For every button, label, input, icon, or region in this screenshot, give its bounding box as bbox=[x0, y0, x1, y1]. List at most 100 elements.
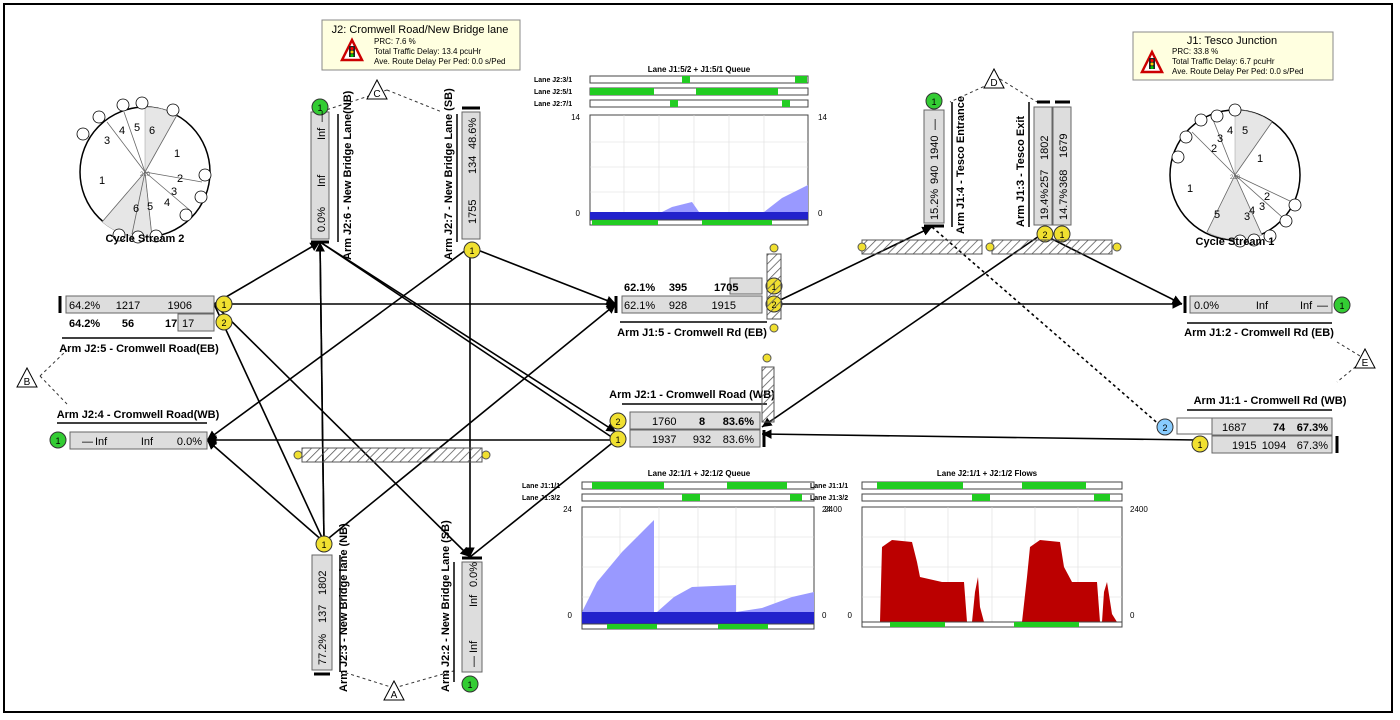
stopline-j1-4 bbox=[861, 239, 983, 255]
svg-text:64.2%: 64.2% bbox=[69, 318, 100, 330]
svg-text:2: 2 bbox=[221, 318, 226, 328]
svg-text:1: 1 bbox=[221, 300, 226, 310]
marker-e[interactable]: E bbox=[1354, 347, 1376, 369]
network-links bbox=[206, 226, 1198, 558]
svg-text:3: 3 bbox=[171, 186, 177, 198]
marker-c[interactable]: C bbox=[366, 78, 388, 100]
chart-queue-j1-5[interactable]: Lane J1:5/2 + J1:5/1 Queue Lane J2:3/1 L… bbox=[534, 65, 827, 226]
svg-text:5: 5 bbox=[1214, 209, 1220, 221]
svg-text:1: 1 bbox=[1059, 230, 1064, 240]
svg-text:210: 210 bbox=[140, 172, 151, 178]
svg-text:Inf: Inf bbox=[1256, 300, 1269, 312]
svg-text:0.0%: 0.0% bbox=[177, 436, 202, 448]
stopline-j2 bbox=[301, 447, 483, 463]
svg-text:1937: 1937 bbox=[652, 434, 676, 446]
svg-text:Lane J2:7/1: Lane J2:7/1 bbox=[534, 101, 572, 108]
svg-text:E: E bbox=[1362, 358, 1369, 369]
svg-text:Inf: Inf bbox=[468, 640, 480, 653]
arm-j1-4-label: Arm J1:4 - Tesco Entrance bbox=[955, 96, 967, 234]
svg-text:Inf: Inf bbox=[316, 174, 328, 187]
svg-text:5: 5 bbox=[134, 122, 140, 134]
svg-text:395: 395 bbox=[669, 282, 687, 294]
arm-j1-1[interactable]: Arm J1:1 - Cromwell Rd (WB) 1687 74 67.3… bbox=[1156, 395, 1347, 454]
arm-j2-1[interactable]: Arm J2:1 - Cromwell Road (WB) 1760 8 83.… bbox=[609, 366, 775, 448]
arm-j2-1-label: Arm J2:1 - Cromwell Road (WB) bbox=[609, 389, 775, 401]
arm-j2-4[interactable]: Arm J2:4 - Cromwell Road(WB) — Inf Inf 0… bbox=[49, 409, 220, 450]
svg-text:D: D bbox=[990, 78, 997, 89]
detector-dots bbox=[293, 242, 1122, 460]
svg-text:1: 1 bbox=[55, 436, 60, 446]
chart-queue-j2-1[interactable]: Lane J2:1/1 + J2:1/2 Queue Lane J1:1/1 L… bbox=[522, 469, 831, 630]
arm-j1-5[interactable]: 62.1% 395 1705 62.1% 928 1915 1 2 Arm J1… bbox=[614, 253, 783, 339]
arm-j1-3[interactable]: 19.4% 257 1802 14.7% 368 1679 2 1 Arm J1… bbox=[991, 100, 1113, 255]
svg-text:1687: 1687 bbox=[1222, 422, 1246, 434]
junction-prc-j1: PRC: 33.8 % bbox=[1172, 47, 1218, 56]
svg-text:1: 1 bbox=[931, 97, 936, 107]
svg-text:1: 1 bbox=[1187, 183, 1193, 195]
svg-text:24: 24 bbox=[563, 505, 572, 514]
junction-delay-j2: Total Traffic Delay: 13.4 pcuHr bbox=[374, 47, 481, 56]
arm-j1-4[interactable]: 1 15.2% 940 1940 — Arm J1:4 - Tesco Entr… bbox=[923, 92, 967, 234]
arm-j2-5[interactable]: 64.2% 1217 1906 64.2% 56 17 17 1 2 Arm J… bbox=[58, 295, 233, 355]
svg-text:56: 56 bbox=[122, 318, 134, 330]
svg-text:1: 1 bbox=[317, 103, 322, 113]
svg-text:1: 1 bbox=[1257, 153, 1263, 165]
svg-text:A: A bbox=[391, 690, 398, 701]
svg-text:77.2%: 77.2% bbox=[317, 634, 329, 665]
svg-text:0: 0 bbox=[1130, 611, 1135, 620]
svg-text:64.2%: 64.2% bbox=[69, 300, 100, 312]
junction-title-j1: J1: Tesco Junction bbox=[1187, 35, 1277, 47]
svg-text:—: — bbox=[316, 111, 328, 122]
svg-text:3: 3 bbox=[104, 135, 110, 147]
svg-text:0: 0 bbox=[576, 209, 581, 218]
junction-info-j2[interactable]: J2: Cromwell Road/New Bridge lane PRC: 7… bbox=[321, 19, 521, 71]
svg-text:1: 1 bbox=[174, 148, 180, 160]
svg-text:Lane J1:3/2: Lane J1:3/2 bbox=[522, 495, 560, 502]
svg-text:1940: 1940 bbox=[929, 136, 941, 160]
svg-text:1802: 1802 bbox=[1039, 136, 1051, 160]
svg-text:B: B bbox=[24, 377, 31, 388]
arm-j2-7[interactable]: 1 1755 134 48.6% Arm J2:7 - New Bridge L… bbox=[443, 88, 481, 260]
svg-text:Inf: Inf bbox=[468, 594, 480, 607]
arm-j2-6[interactable]: 1 0.0% Inf Inf — Arm J2:6 - New Bridge L… bbox=[310, 90, 354, 260]
arm-j1-3-label: Arm J1:3 - Tesco Exit bbox=[1015, 116, 1027, 227]
marker-links bbox=[39, 78, 1366, 689]
svg-text:1679: 1679 bbox=[1058, 134, 1070, 158]
marker-d[interactable]: D bbox=[983, 67, 1005, 89]
svg-text:8: 8 bbox=[699, 416, 705, 428]
svg-text:1760: 1760 bbox=[652, 416, 676, 428]
cycle-label-j1: Cycle Stream 1 bbox=[1196, 236, 1275, 248]
arm-j2-2-label: Arm J2:2 - New Bridge Lane (SB) bbox=[440, 520, 452, 692]
chart-flows-j2-1[interactable]: Lane J2:1/1 + J2:1/2 Flows Lane J1:1/1 L… bbox=[810, 469, 1148, 628]
svg-text:6: 6 bbox=[133, 203, 139, 215]
chart-flows-title: Lane J2:1/1 + J2:1/2 Flows bbox=[937, 469, 1038, 478]
svg-text:5: 5 bbox=[1242, 125, 1248, 137]
svg-text:2: 2 bbox=[177, 173, 183, 185]
svg-text:—: — bbox=[929, 119, 941, 130]
arm-j2-4-label: Arm J2:4 - Cromwell Road(WB) bbox=[57, 409, 220, 421]
arm-j2-6-label: Arm J2:6 - New Bridge Lane(NB) bbox=[342, 90, 354, 260]
svg-text:Inf: Inf bbox=[316, 127, 328, 140]
arm-j2-3[interactable]: 1 77.2% 137 1802 Arm J2:3 - New Bridge l… bbox=[311, 523, 350, 692]
marker-b[interactable]: B bbox=[16, 366, 38, 388]
junction-info-j1[interactable]: J1: Tesco Junction PRC: 33.8 % Total Tra… bbox=[1132, 31, 1334, 81]
marker-a[interactable]: A bbox=[383, 679, 405, 701]
svg-text:17: 17 bbox=[182, 318, 194, 330]
svg-text:1906: 1906 bbox=[168, 300, 192, 312]
svg-text:1: 1 bbox=[321, 540, 326, 550]
svg-text:83.6%: 83.6% bbox=[723, 434, 754, 446]
arm-j1-2[interactable]: 0.0% Inf Inf — 1 Arm J1:2 - Cromwell Rd … bbox=[1183, 295, 1351, 339]
arm-j1-5-label: Arm J1:5 - Cromwell Rd (EB) bbox=[617, 327, 767, 339]
svg-text:932: 932 bbox=[693, 434, 711, 446]
svg-text:1915: 1915 bbox=[712, 300, 736, 312]
svg-text:67.3%: 67.3% bbox=[1297, 422, 1328, 434]
arm-j2-7-label: Arm J2:7 - New Bridge Lane (SB) bbox=[443, 88, 455, 260]
svg-text:74: 74 bbox=[1273, 422, 1286, 434]
arm-j2-2[interactable]: 1 — Inf Inf 0.0% Arm J2:2 - New Bridge L… bbox=[440, 520, 483, 693]
svg-text:0: 0 bbox=[848, 611, 853, 620]
svg-text:1: 1 bbox=[467, 680, 472, 690]
svg-text:940: 940 bbox=[929, 166, 941, 184]
svg-text:134: 134 bbox=[467, 156, 479, 174]
svg-text:1755: 1755 bbox=[467, 200, 479, 224]
